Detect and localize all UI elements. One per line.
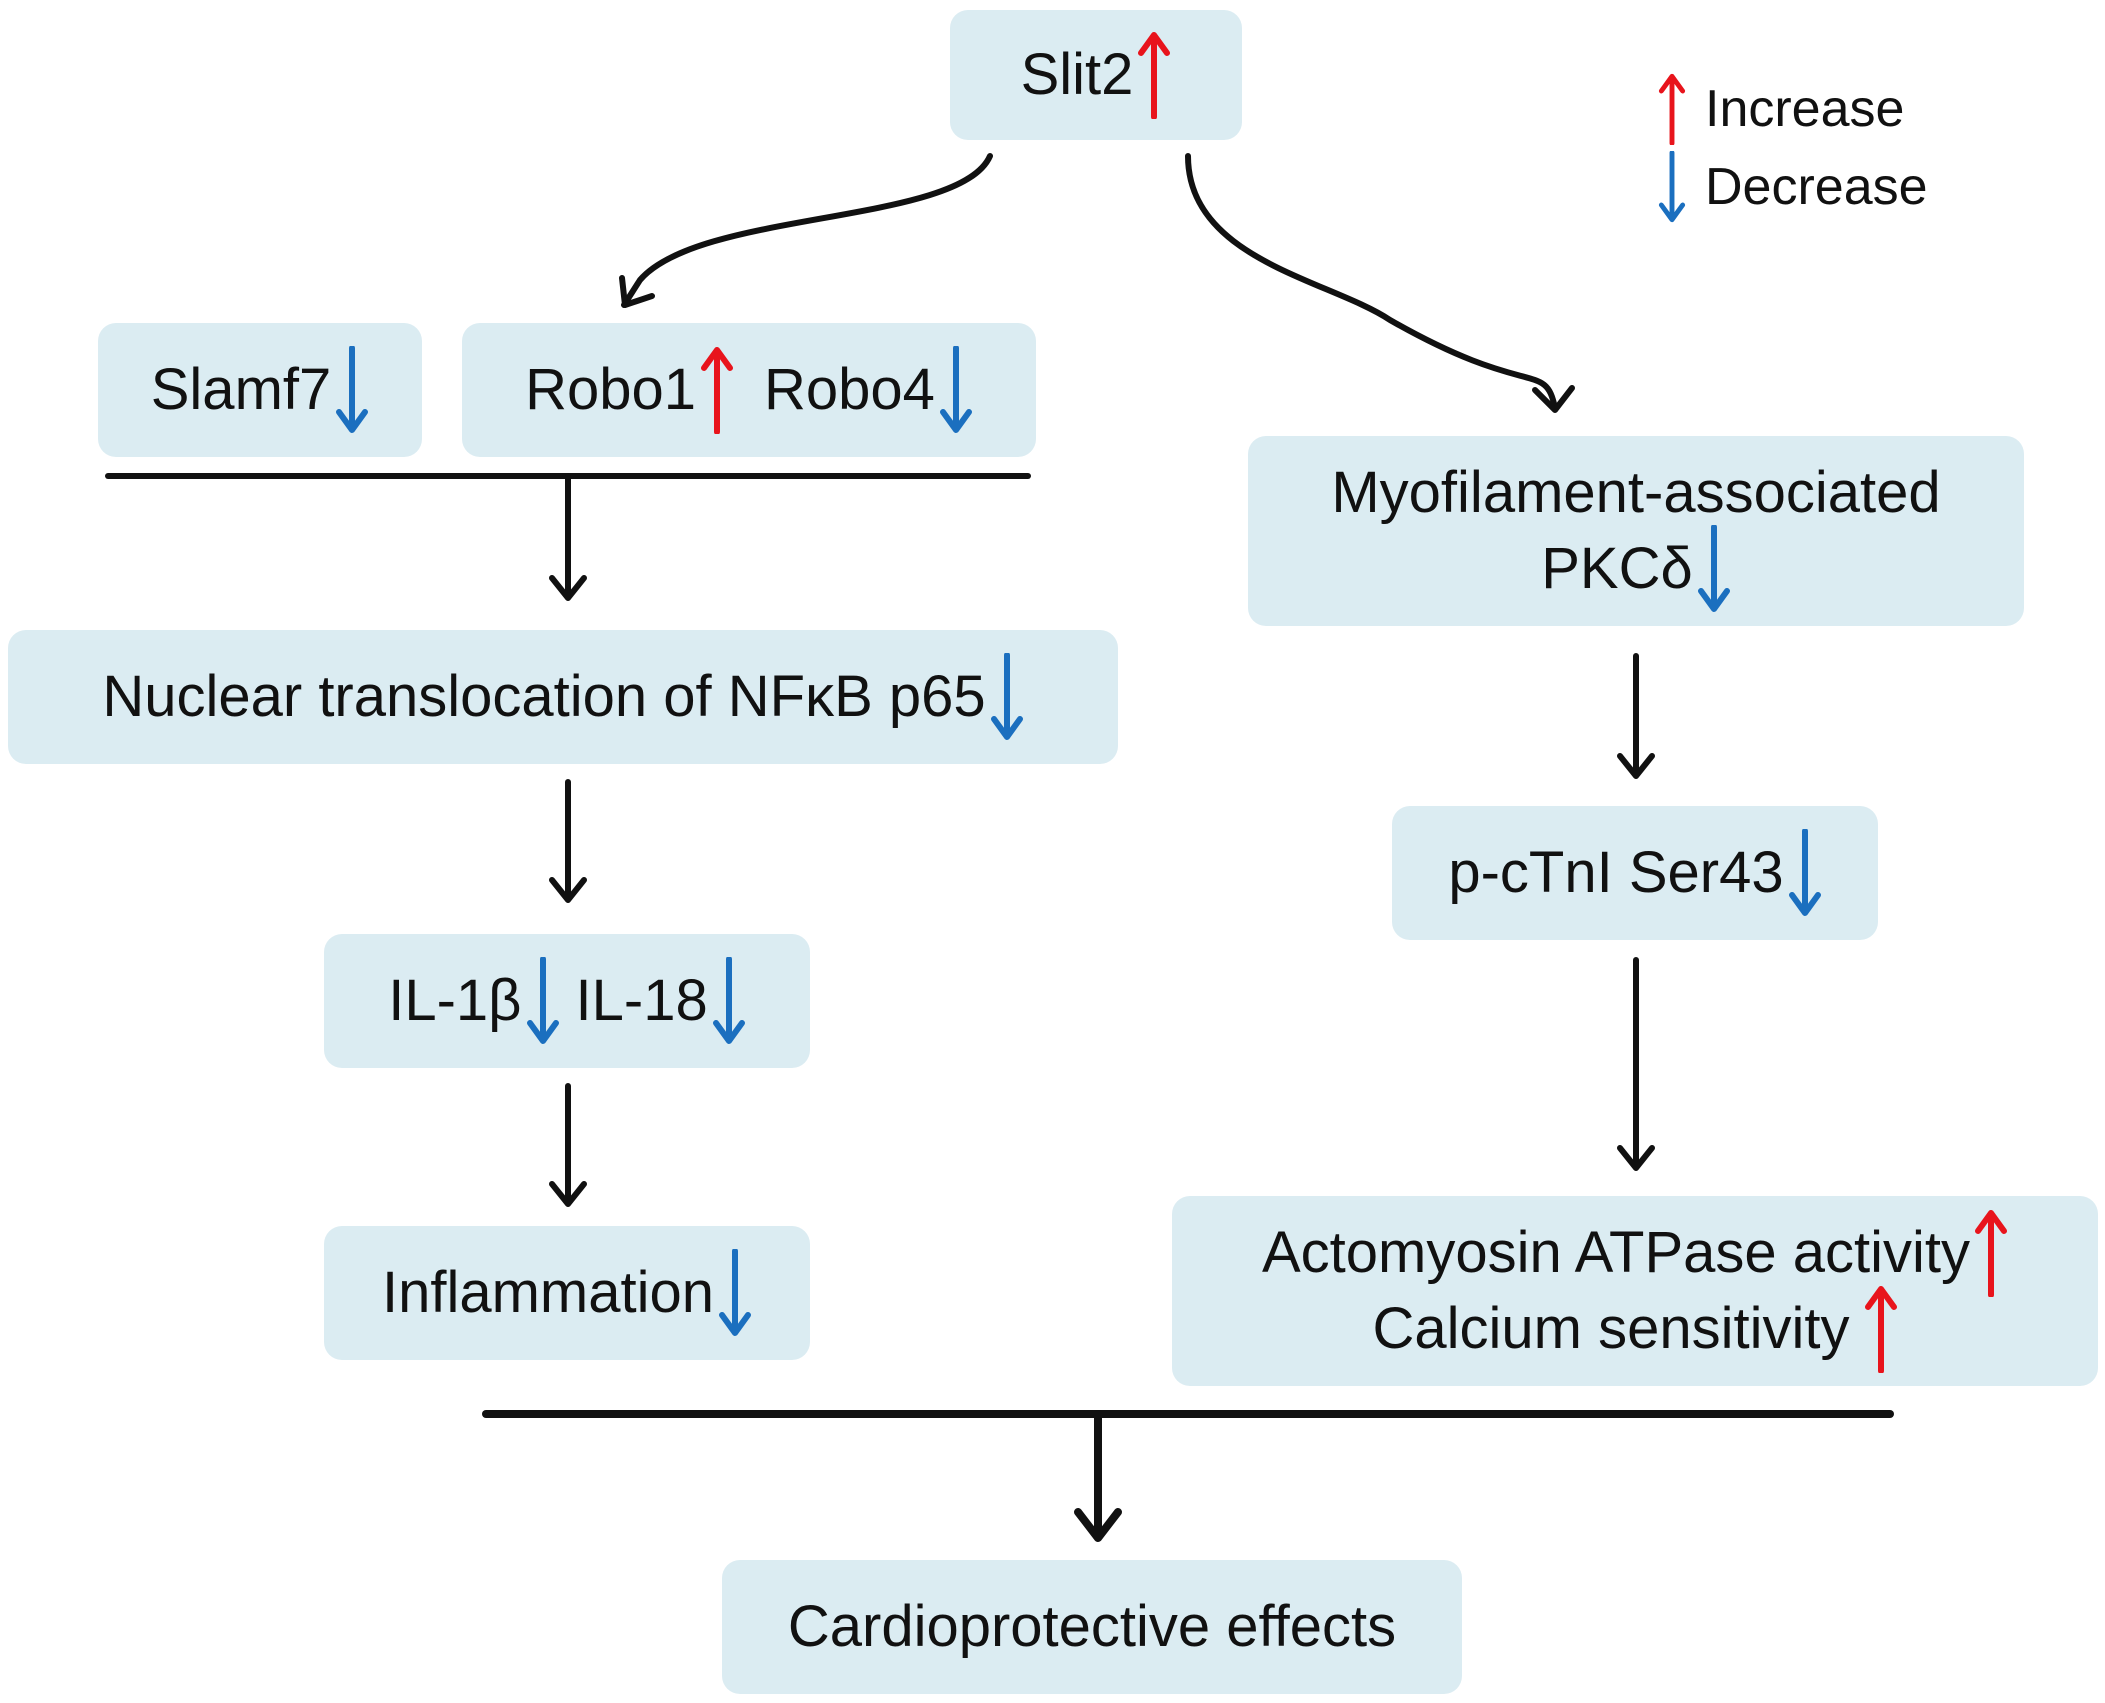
blue-down-arrow-icon <box>1655 151 1689 223</box>
cardio-label: Cardioprotective effects <box>787 1594 1397 1660</box>
inflammation-label: Inflammation <box>381 1260 715 1326</box>
atpase-line1: Actomyosin ATPase activity <box>1261 1220 1971 1286</box>
decrease-arrow-icon <box>335 346 369 434</box>
cardioprotective-node: Cardioprotective effects <box>722 1560 1462 1694</box>
increase-arrow-icon <box>1974 1209 2008 1297</box>
il18-label: IL-18 <box>575 968 708 1034</box>
decrease-arrow-icon <box>1697 525 1731 613</box>
decrease-arrow-icon <box>718 1249 752 1337</box>
pkcd-to-ctni-arrowhead <box>1617 753 1655 779</box>
decrease-arrow-icon <box>1788 829 1822 917</box>
slit2-to-robo-curve <box>621 153 993 308</box>
il-to-inflammation-arrowhead <box>549 1181 587 1207</box>
slit2-to-pkcd-arrowhead <box>1532 385 1575 413</box>
interleukin-node: IL-1β IL-18 <box>324 934 810 1068</box>
decrease-arrow-icon <box>526 957 560 1045</box>
slit2-node: Slit2 <box>950 10 1242 140</box>
legend-decrease: Decrease <box>1655 148 1928 226</box>
slit2-to-pkcd-curve <box>1185 153 1558 411</box>
ctni-label: p-cTnI Ser43 <box>1448 840 1784 906</box>
slamf7-node: Slamf7 <box>98 323 422 457</box>
legend-increase-label: Increase <box>1705 80 1905 138</box>
decrease-arrow-icon <box>990 653 1024 741</box>
legend-increase: Increase <box>1655 70 1928 148</box>
decrease-arrow-icon <box>939 346 973 434</box>
il1b-label: IL-1β <box>388 968 522 1034</box>
bar-to-nfkb-arrowhead <box>549 575 587 601</box>
nfkb-to-il-arrowhead <box>549 877 587 903</box>
pkcd-line2: PKCδ <box>1541 536 1693 602</box>
increase-arrow-icon <box>1137 31 1171 119</box>
robo1-label: Robo1 <box>525 357 696 423</box>
legend-decrease-label: Decrease <box>1705 158 1928 216</box>
nfkb-node: Nuclear translocation of NFκB p65 <box>8 630 1118 764</box>
pkcd-line1: Myofilament-associated <box>1331 460 1941 526</box>
robo4-label: Robo4 <box>764 357 935 423</box>
slit2-to-robo-arrowhead <box>619 275 655 308</box>
atpase-line2: Calcium sensitivity <box>1372 1296 1850 1362</box>
increase-arrow-icon <box>700 346 734 434</box>
pkcd-node: Myofilament-associated PKCδ <box>1248 436 2024 626</box>
decrease-arrow-icon <box>712 957 746 1045</box>
robo-node: Robo1 Robo4 <box>462 323 1036 457</box>
red-up-arrow-icon <box>1655 73 1689 145</box>
slamf7-label: Slamf7 <box>150 357 332 423</box>
ctni-to-atpase-arrowhead <box>1617 1145 1655 1171</box>
increase-arrow-icon <box>1864 1285 1898 1373</box>
inflammation-node: Inflammation <box>324 1226 810 1360</box>
legend: Increase Decrease <box>1655 70 1928 226</box>
nfkb-label: Nuclear translocation of NFκB p65 <box>102 664 986 730</box>
ctni-node: p-cTnI Ser43 <box>1392 806 1878 940</box>
slit2-label: Slit2 <box>1020 42 1134 108</box>
bar-to-cardio-arrowhead <box>1074 1508 1122 1542</box>
atpase-node: Actomyosin ATPase activity Calcium sensi… <box>1172 1196 2098 1386</box>
